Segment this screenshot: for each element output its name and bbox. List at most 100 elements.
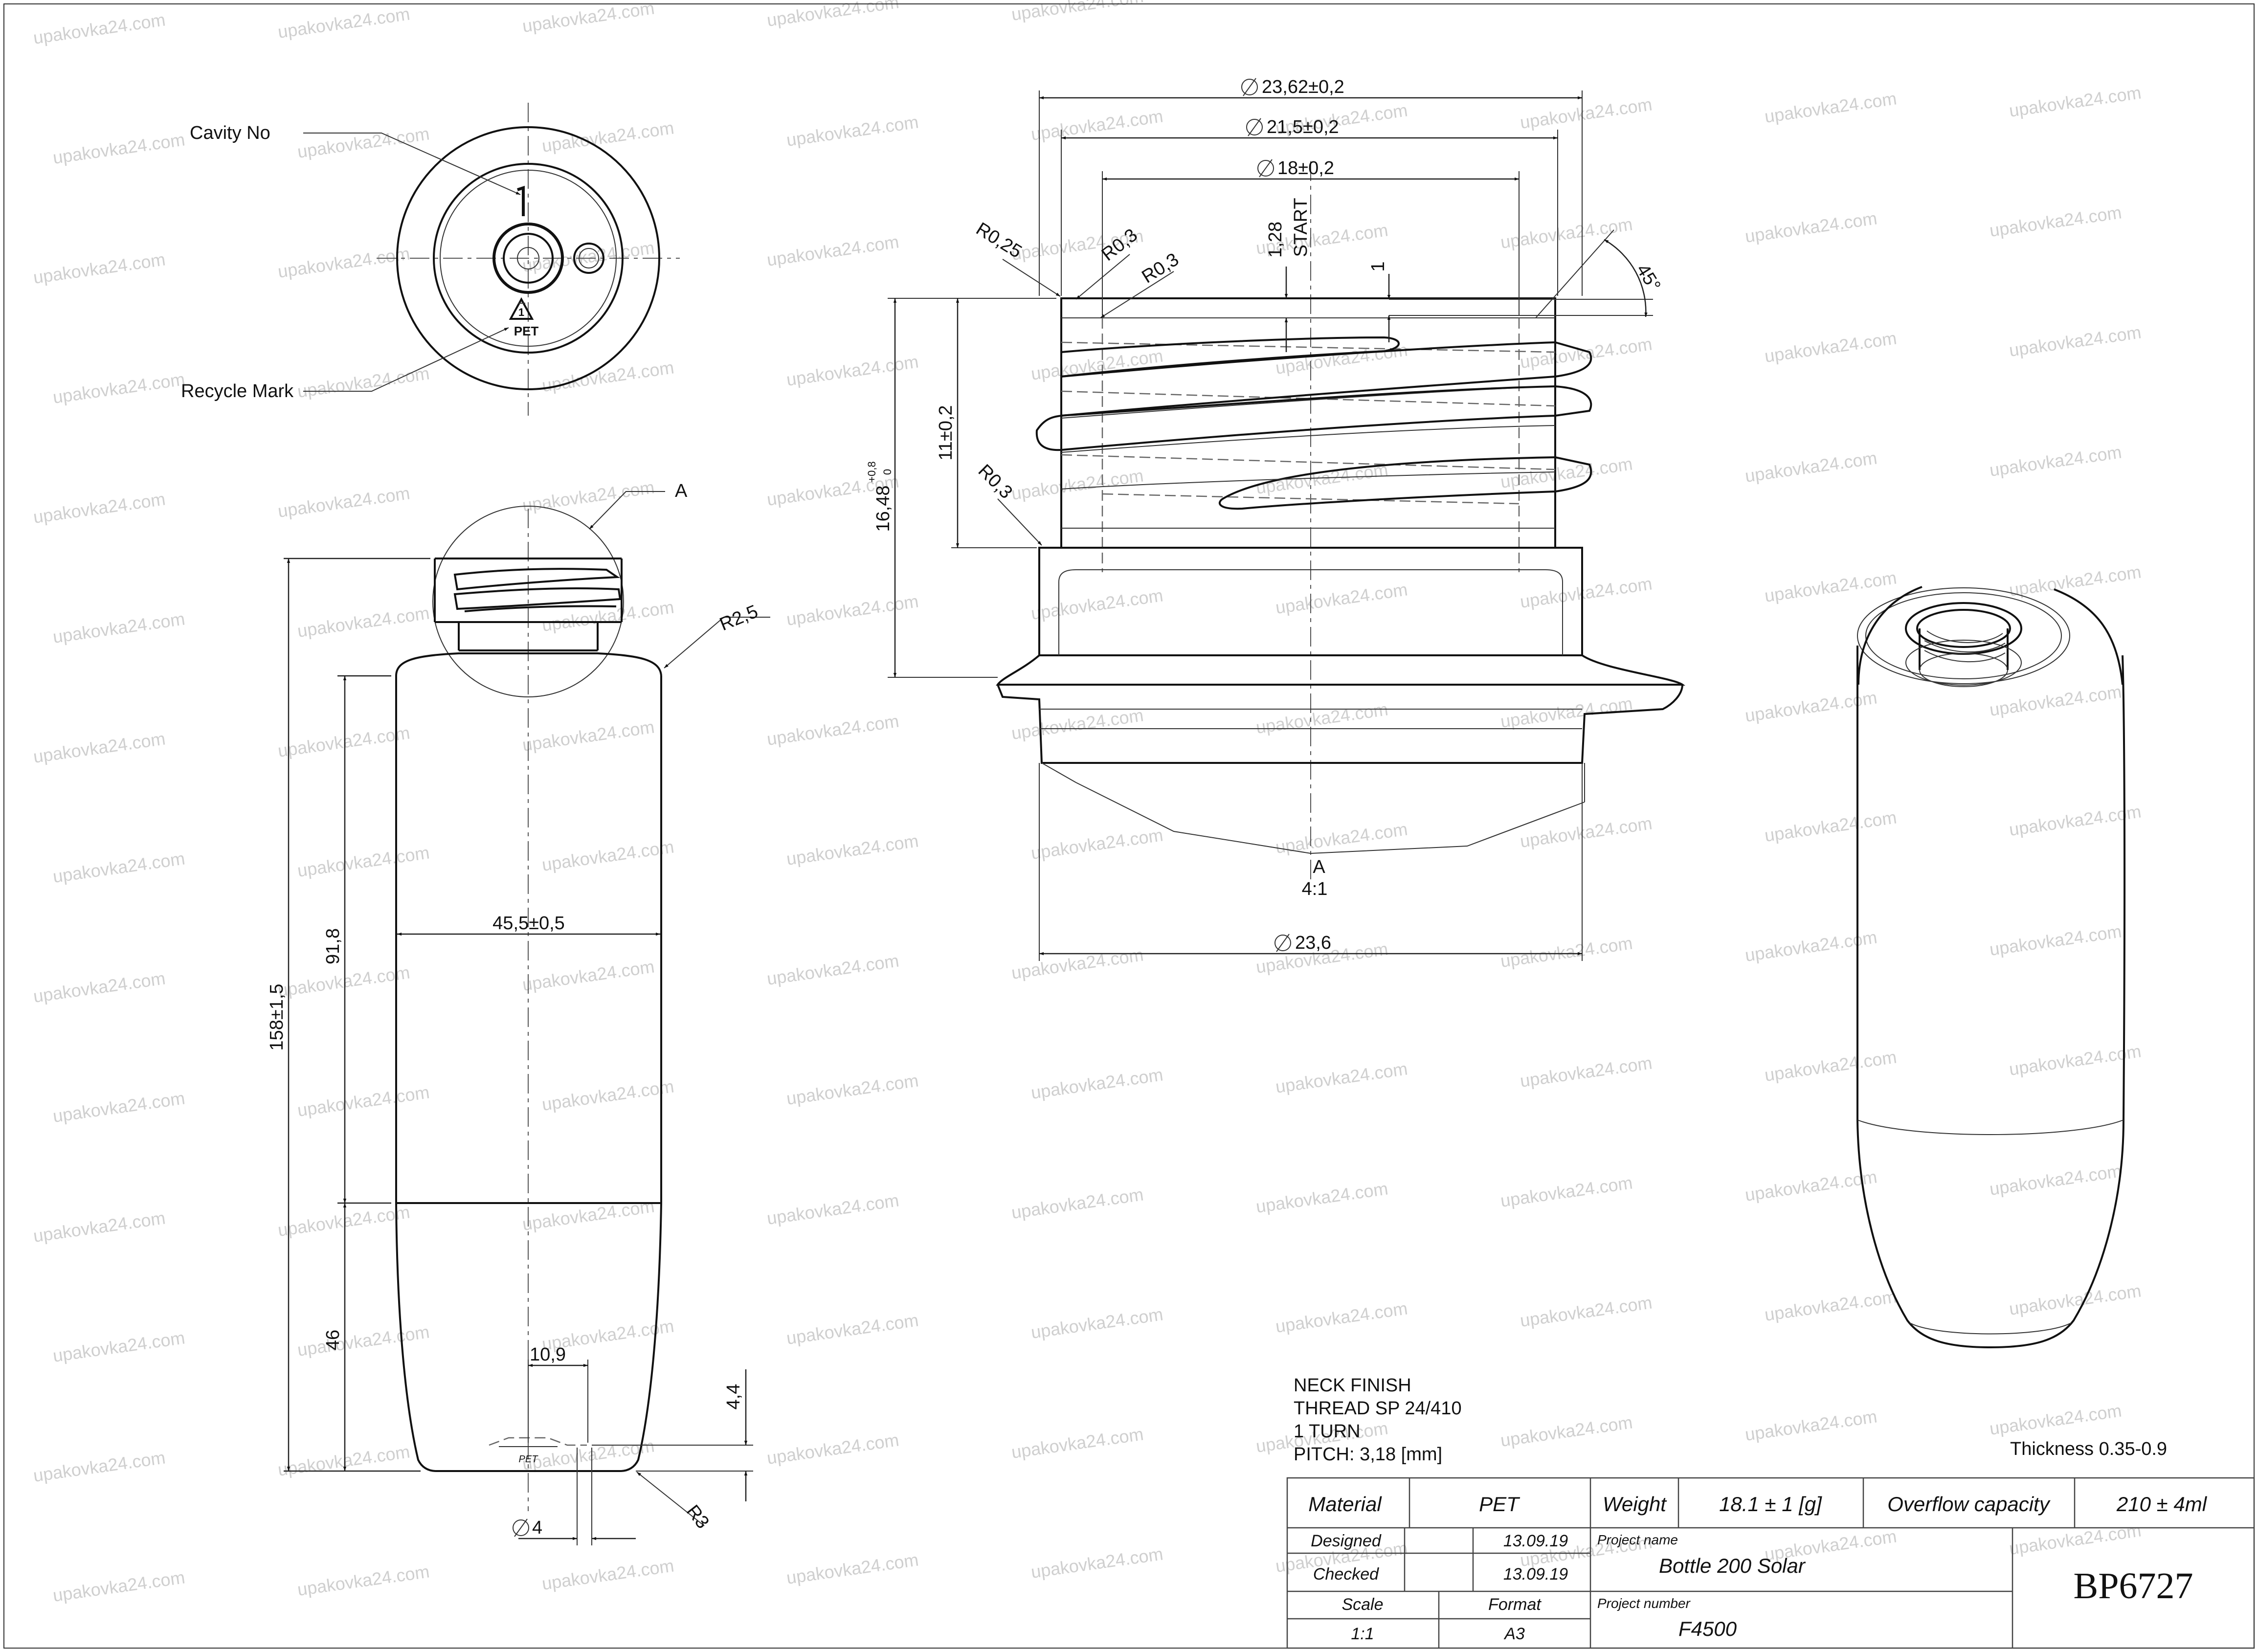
shoulder-radius-leader bbox=[664, 617, 770, 669]
thread-turn-1 bbox=[1061, 341, 1592, 417]
neck-finish-pitch: PITCH: 3,18 [mm] bbox=[1294, 1444, 1442, 1465]
watermark-text: upakovka24.com bbox=[785, 112, 919, 150]
neck-finish-notes: NECK FINISH THREAD SP 24/410 1 TURN PITC… bbox=[1294, 1375, 1462, 1465]
watermark-text: upakovka24.com bbox=[32, 728, 166, 766]
detail-a-label: A bbox=[675, 481, 688, 501]
watermark-text: upakovka24.com bbox=[32, 489, 166, 527]
height-upper-dim: 91,8 bbox=[323, 928, 343, 964]
neck-flange bbox=[996, 654, 1686, 686]
watermark-text: upakovka24.com bbox=[296, 603, 430, 641]
watermark-text: upakovka24.com bbox=[1519, 1052, 1653, 1091]
top-view-side-mark bbox=[573, 243, 604, 274]
watermark-text: upakovka24.com bbox=[1988, 1400, 2123, 1438]
thread-start-label: START bbox=[1291, 198, 1311, 257]
watermark-text: upakovka24.com bbox=[1744, 1166, 1878, 1205]
project-number-label: Project number bbox=[1597, 1596, 1691, 1611]
watermark-text: upakovka24.com bbox=[1988, 442, 2123, 480]
watermark-text: upakovka24.com bbox=[1499, 1412, 1633, 1450]
thread-3 bbox=[464, 605, 617, 612]
scale-label: Scale bbox=[1341, 1595, 1383, 1614]
format-value: A3 bbox=[1503, 1625, 1525, 1643]
detail-a-scale: 4:1 bbox=[1302, 879, 1328, 899]
thread-end-segment bbox=[1218, 456, 1592, 510]
radius-a: R0,25 bbox=[972, 219, 1025, 262]
watermark-text: upakovka24.com bbox=[765, 1429, 900, 1468]
material-label: Material bbox=[1308, 1493, 1382, 1516]
recycle-material: PET bbox=[514, 324, 539, 338]
watermark-text: upakovka24.com bbox=[521, 716, 655, 755]
top-view-neck-circle bbox=[492, 223, 564, 294]
watermark-layer: upakovka24.com upakovka24.com upakovka24.c… bbox=[32, 0, 2142, 1606]
watermark-text: upakovka24.com bbox=[1519, 573, 1653, 611]
watermark-text: upakovka24.com bbox=[296, 1321, 430, 1360]
detail-a-title: A bbox=[1313, 857, 1325, 877]
top-view-side-mark-inner bbox=[579, 248, 599, 268]
watermark-text: upakovka24.com bbox=[540, 836, 675, 874]
watermark-text: upakovka24.com bbox=[1988, 1161, 2123, 1199]
overflow-label: Overflow capacity bbox=[1887, 1493, 2051, 1516]
material-value: PET bbox=[1479, 1493, 1520, 1516]
neck-height-tol-lower: 0 bbox=[881, 469, 894, 475]
iso-threads bbox=[1924, 630, 2006, 663]
watermark-text: upakovka24.com bbox=[32, 9, 166, 47]
angle-dim: 45° bbox=[1632, 261, 1664, 295]
watermark-text: upakovka24.com bbox=[276, 1441, 411, 1479]
watermark-text: upakovka24.com bbox=[32, 1207, 166, 1246]
bottle-front-view: A PET 158±1,5 91,8 46 45,5±0,5 R2,5 bbox=[267, 481, 770, 1545]
top-view: 1 PET Cavity No Recycle Mark bbox=[181, 103, 680, 416]
watermark-text: upakovka24.com bbox=[521, 956, 655, 994]
watermark-text: upakovka24.com bbox=[1763, 567, 1898, 605]
watermark-text: upakovka24.com bbox=[51, 369, 186, 407]
scale-value: 1:1 bbox=[1351, 1625, 1374, 1643]
bottle-body-outline bbox=[395, 676, 662, 1472]
watermark-text: upakovka24.com bbox=[1763, 807, 1898, 845]
watermark-text: upakovka24.com bbox=[51, 1567, 186, 1605]
watermark-text: upakovka24.com bbox=[276, 3, 411, 42]
watermark-text: upakovka24.com bbox=[2008, 1280, 2142, 1318]
watermark-text: upakovka24.com bbox=[765, 950, 900, 988]
watermark-text: upakovka24.com bbox=[1029, 585, 1164, 623]
watermark-text: upakovka24.com bbox=[1029, 1304, 1164, 1342]
watermark-text: upakovka24.com bbox=[1274, 1298, 1408, 1336]
project-number-value: F4500 bbox=[1678, 1617, 1737, 1640]
iso-shoulder-ellipse bbox=[1857, 587, 2070, 684]
watermark-text: upakovka24.com bbox=[276, 1202, 411, 1240]
watermark-text: upakovka24.com bbox=[785, 1549, 919, 1587]
watermark-text: upakovka24.com bbox=[785, 591, 919, 629]
watermark-text: upakovka24.com bbox=[32, 1447, 166, 1485]
watermark-text: upakovka24.com bbox=[1274, 579, 1408, 617]
watermark-text: upakovka24.com bbox=[521, 0, 655, 36]
project-name-value: Bottle 200 Solar bbox=[1659, 1554, 1806, 1577]
watermark-text: upakovka24.com bbox=[296, 1082, 430, 1120]
iso-lower-body bbox=[1856, 1119, 2124, 1349]
overflow-value: 210 ± 4ml bbox=[2116, 1493, 2208, 1516]
watermark-text: upakovka24.com bbox=[1010, 1184, 1144, 1222]
base-diameter-dim: 4 bbox=[532, 1518, 542, 1538]
angle-arc bbox=[1604, 239, 1648, 317]
checked-date: 13.09.19 bbox=[1503, 1565, 1568, 1584]
watermark-text: upakovka24.com bbox=[1988, 681, 2123, 719]
watermark-text: upakovka24.com bbox=[296, 842, 430, 880]
isometric-view bbox=[1856, 586, 2126, 1349]
watermark-text: upakovka24.com bbox=[765, 711, 900, 749]
cavity-no-leader bbox=[303, 133, 521, 195]
neck-height-thread-dim: 11±0,2 bbox=[936, 405, 956, 460]
diameter-symbol-icon bbox=[1257, 160, 1274, 177]
watermark-text: upakovka24.com bbox=[2008, 801, 2142, 839]
bottle-shoulder bbox=[395, 652, 662, 676]
watermark-text: upakovka24.com bbox=[1254, 459, 1389, 497]
recycle-mark-icon bbox=[509, 297, 534, 320]
top-view-neck-bore bbox=[503, 233, 554, 284]
recycle-mark-leader bbox=[303, 327, 509, 392]
neck-breakline bbox=[1075, 782, 1585, 854]
watermark-text: upakovka24.com bbox=[296, 123, 430, 161]
detail-a-leader bbox=[589, 491, 665, 530]
radius-c: R0,3 bbox=[1139, 249, 1183, 287]
neck-collar bbox=[435, 621, 622, 651]
watermark-text: upakovka24.com bbox=[1029, 825, 1164, 863]
base-recess-width-dim: 10,9 bbox=[530, 1344, 566, 1365]
watermark-text: upakovka24.com bbox=[1763, 328, 1898, 366]
radius-c-leader bbox=[1100, 271, 1174, 318]
designed-date: 13.09.19 bbox=[1503, 1532, 1568, 1550]
